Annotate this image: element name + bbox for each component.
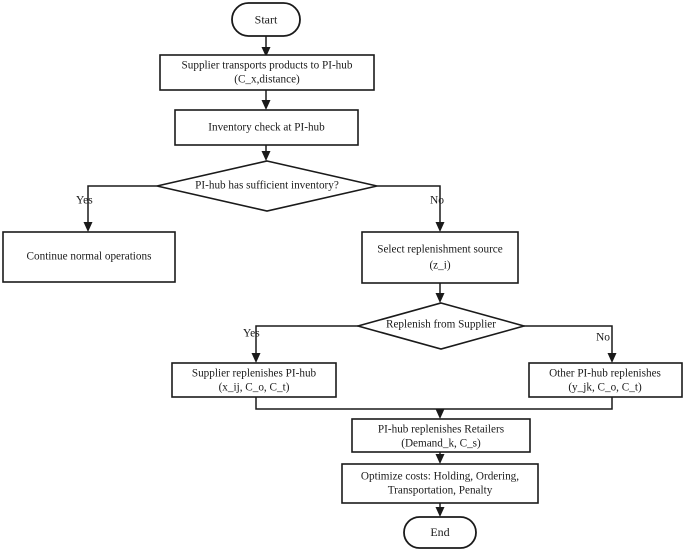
other-hub-replenishes-box [528, 362, 683, 398]
node-start[interactable]: Start [231, 2, 301, 37]
start-terminal-shape [231, 2, 301, 37]
optimize-costs-box [341, 463, 539, 504]
retailers-box [351, 418, 531, 453]
branch-label-supplier-no: No [596, 332, 610, 344]
node-decision-replenish-supplier[interactable]: Replenish from Supplier [355, 302, 527, 350]
decision-inventory-label: PI-hub has sufficient inventory? [195, 180, 339, 192]
connector-decision-yes-to-continue-normal [83, 185, 157, 232]
supplier-replenishes-line1: Supplier replenishes PI-hub [192, 368, 317, 380]
connector-merge-to-retailers [255, 397, 613, 419]
node-supplier-replenishes-hub[interactable]: Supplier replenishes PI-hub (x_ij, C_o, … [171, 362, 337, 398]
retailers-line2: (Demand_k, C_s) [401, 438, 481, 450]
select-source-line2: (z_i) [429, 260, 450, 272]
decision-inventory-diamond [156, 160, 378, 212]
select-source-box [361, 231, 519, 284]
supplier-transports-box [159, 54, 375, 91]
other-hub-replenishes-line1: Other PI-hub replenishes [549, 368, 661, 380]
node-select-replenishment-source[interactable]: Select replenishment source (z_i) [361, 231, 519, 284]
continue-normal-line1: Continue normal operations [27, 251, 152, 263]
decision-supplier-label: Replenish from Supplier [386, 319, 496, 331]
connector-inventory-check-to-decision [261, 145, 271, 161]
supplier-transports-line1: Supplier transports products to PI-hub [182, 60, 353, 72]
connector-retailers-to-optimize [435, 452, 445, 464]
branch-label-supplier-yes: Yes [243, 328, 260, 340]
other-hub-replenishes-line2: (y_jk, C_o, C_t) [568, 382, 642, 394]
node-inventory-check[interactable]: Inventory check at PI-hub [174, 109, 359, 146]
supplier-replenishes-line2: (x_ij, C_o, C_t) [219, 382, 290, 394]
node-continue-normal-operations[interactable]: Continue normal operations [2, 231, 176, 283]
node-decision-inventory[interactable]: PI-hub has sufficient inventory? [156, 160, 378, 212]
inventory-check-line1: Inventory check at PI-hub [208, 122, 325, 134]
connector-decision-supplier-yes [251, 325, 358, 363]
connector-optimize-to-end [435, 503, 445, 517]
node-end[interactable]: End [403, 516, 477, 549]
optimize-costs-line1: Optimize costs: Holding, Ordering, [361, 471, 519, 483]
end-label: End [430, 525, 449, 539]
connector-decision-supplier-no [524, 325, 617, 363]
connector-select-source-to-decision-supplier [435, 283, 445, 303]
supplier-transports-line2: (C_x,distance) [234, 74, 300, 86]
decision-supplier-diamond [355, 302, 527, 350]
branch-label-inventory-yes: Yes [76, 195, 93, 207]
node-supplier-transports[interactable]: Supplier transports products to PI-hub (… [159, 54, 375, 91]
start-label: Start [255, 12, 278, 26]
node-hub-replenishes-retailers[interactable]: PI-hub replenishes Retailers (Demand_k, … [351, 418, 531, 453]
node-optimize-costs[interactable]: Optimize costs: Holding, Ordering, Trans… [341, 463, 539, 504]
optimize-costs-line2: Transportation, Penalty [388, 485, 493, 497]
connector-start-to-supplier-transport [261, 36, 271, 57]
supplier-replenishes-box [171, 362, 337, 398]
end-terminal-shape [403, 516, 477, 549]
branch-label-inventory-no: No [430, 195, 444, 207]
connector-supplier-transport-to-inventory-check [261, 90, 271, 110]
retailers-line1: PI-hub replenishes Retailers [378, 424, 504, 436]
node-other-hub-replenishes[interactable]: Other PI-hub replenishes (y_jk, C_o, C_t… [528, 362, 683, 398]
select-source-line1: Select replenishment source [377, 244, 503, 256]
continue-normal-box [2, 231, 176, 283]
connector-decision-no-to-select-source [377, 185, 445, 232]
inventory-check-box [174, 109, 359, 146]
